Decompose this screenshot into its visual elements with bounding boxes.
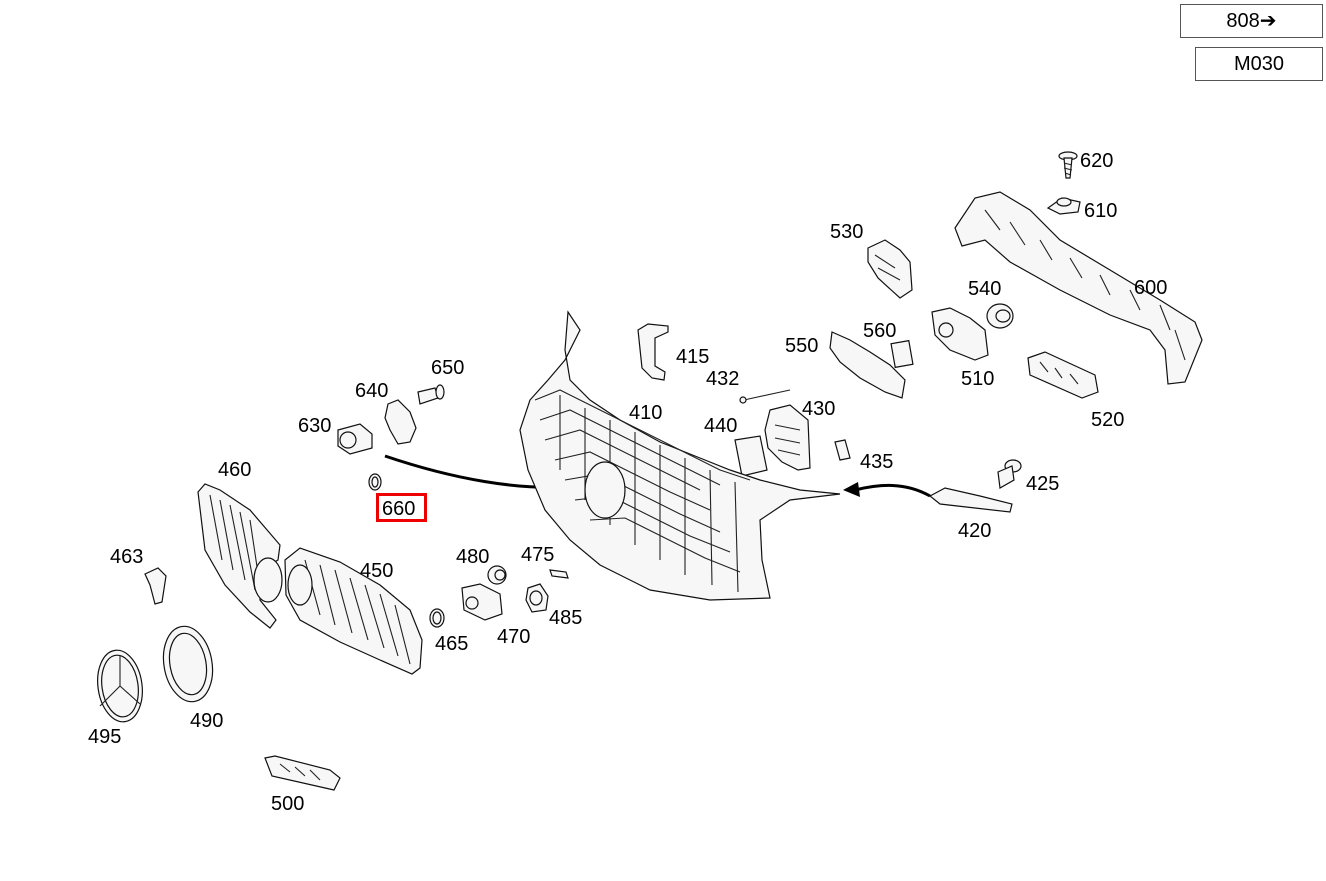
label-490[interactable]: 490 xyxy=(190,710,223,732)
page-code-label: M030 xyxy=(1195,47,1323,81)
arrow-right-icon: ➔ xyxy=(1259,10,1277,32)
part-420-bracket[interactable] xyxy=(928,487,1013,513)
arrow-to-bumper-right xyxy=(854,483,931,498)
part-432-pin[interactable] xyxy=(739,389,791,404)
label-432[interactable]: 432 xyxy=(706,368,739,390)
label-630[interactable]: 630 xyxy=(298,415,331,437)
label-425[interactable]: 425 xyxy=(1026,473,1059,495)
part-440-module[interactable] xyxy=(734,435,768,477)
part-640-bracket[interactable] xyxy=(384,399,417,445)
part-550-bracket[interactable] xyxy=(829,331,906,399)
label-540[interactable]: 540 xyxy=(968,278,1001,300)
label-500[interactable]: 500 xyxy=(271,793,304,815)
part-490-emblem-ring[interactable] xyxy=(158,622,218,705)
part-460-grille-frame[interactable] xyxy=(197,483,283,629)
part-650-bolt[interactable] xyxy=(417,384,445,405)
arrow-head-right xyxy=(843,482,860,497)
part-430-holder[interactable] xyxy=(764,404,811,471)
label-640[interactable]: 640 xyxy=(355,380,388,402)
part-530-bracket[interactable] xyxy=(867,239,913,299)
label-600[interactable]: 600 xyxy=(1134,277,1167,299)
highlighted-part-box xyxy=(376,493,427,522)
part-500-bracket[interactable] xyxy=(264,755,341,791)
label-495[interactable]: 495 xyxy=(88,726,121,748)
label-460[interactable]: 460 xyxy=(218,459,251,481)
label-475[interactable]: 475 xyxy=(521,544,554,566)
label-410[interactable]: 410 xyxy=(629,402,662,424)
part-600-absorber[interactable] xyxy=(954,191,1203,385)
label-430[interactable]: 430 xyxy=(802,398,835,420)
label-520[interactable]: 520 xyxy=(1091,409,1124,431)
part-560-unit[interactable] xyxy=(890,339,914,369)
part-465-ring[interactable] xyxy=(429,608,445,628)
navigation-reference-button[interactable]: 808➔ xyxy=(1180,4,1323,38)
label-610[interactable]: 610 xyxy=(1084,200,1117,222)
label-660[interactable]: 660 xyxy=(382,498,415,520)
part-620-screw[interactable] xyxy=(1058,151,1078,179)
label-510[interactable]: 510 xyxy=(961,368,994,390)
label-465[interactable]: 465 xyxy=(435,633,468,655)
part-510-holder[interactable] xyxy=(931,307,989,361)
label-415[interactable]: 415 xyxy=(676,346,709,368)
label-485[interactable]: 485 xyxy=(549,607,582,629)
label-480[interactable]: 480 xyxy=(456,546,489,568)
label-650[interactable]: 650 xyxy=(431,357,464,379)
label-420[interactable]: 420 xyxy=(958,520,991,542)
part-630-sensor[interactable] xyxy=(337,423,373,455)
part-660-ring[interactable] xyxy=(368,473,382,491)
part-540-sensor[interactable] xyxy=(986,303,1014,329)
part-475-clip[interactable] xyxy=(549,569,569,579)
part-480-sensor[interactable] xyxy=(487,565,507,585)
label-435[interactable]: 435 xyxy=(860,451,893,473)
label-550[interactable]: 550 xyxy=(785,335,818,357)
label-620[interactable]: 620 xyxy=(1080,150,1113,172)
part-520-bracket[interactable] xyxy=(1027,351,1099,399)
part-450-grille-insert[interactable] xyxy=(284,547,423,675)
part-485-sensor[interactable] xyxy=(525,583,549,613)
label-463[interactable]: 463 xyxy=(110,546,143,568)
part-425-bolt[interactable] xyxy=(997,459,1022,489)
part-410-bumper-cover[interactable] xyxy=(519,310,841,601)
label-560[interactable]: 560 xyxy=(863,320,896,342)
label-440[interactable]: 440 xyxy=(704,415,737,437)
part-463-clip[interactable] xyxy=(144,567,167,605)
part-495-star-emblem[interactable] xyxy=(93,647,147,724)
part-435-clip[interactable] xyxy=(834,439,851,461)
nav-reference-number: 808 xyxy=(1226,10,1260,32)
part-415-bracket[interactable] xyxy=(637,323,669,381)
label-450[interactable]: 450 xyxy=(360,560,393,582)
label-470[interactable]: 470 xyxy=(497,626,530,648)
label-530[interactable]: 530 xyxy=(830,221,863,243)
part-610-grommet[interactable] xyxy=(1046,197,1081,215)
part-470-holder[interactable] xyxy=(461,583,503,621)
